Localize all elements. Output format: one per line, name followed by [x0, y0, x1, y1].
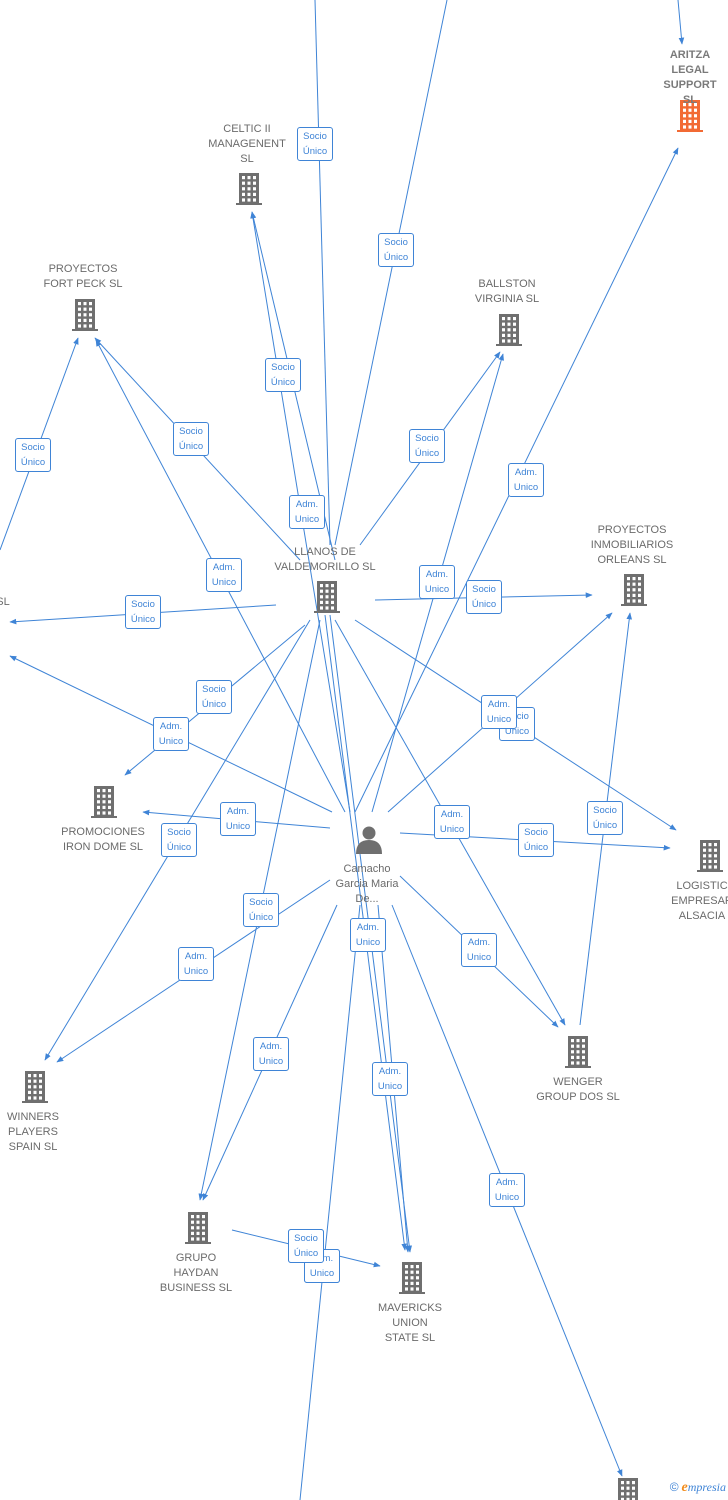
edge-label[interactable]: Adm. Unico: [289, 495, 325, 529]
edge-label[interactable]: Adm. Unico: [508, 463, 544, 497]
edge-label[interactable]: Socio Único: [587, 801, 623, 835]
brand-initial: e: [681, 1480, 688, 1495]
edge-label[interactable]: Socio Único: [125, 595, 161, 629]
edge-label[interactable]: Adm. Unico: [419, 565, 455, 599]
building-icon: [399, 1262, 425, 1294]
edge-label[interactable]: Adm. Unico: [489, 1173, 525, 1207]
edge-label[interactable]: Adm. Unico: [253, 1037, 289, 1071]
edge-label[interactable]: Socio Único: [161, 823, 197, 857]
edge-label[interactable]: Adm. Unico: [220, 802, 256, 836]
node-label-llanos[interactable]: LLANOS DE VALDEMORILLO SL: [274, 546, 376, 573]
edge-label[interactable]: Adm. Unico: [481, 695, 517, 729]
node-label-camacho[interactable]: Camacho Garcia Maria De...: [335, 863, 399, 905]
edge-label[interactable]: Socio Único: [518, 823, 554, 857]
building-icon: [314, 581, 340, 613]
building-icon: [618, 1478, 638, 1500]
node-label-orleans[interactable]: PROYECTOS INMOBILIARIOS ORLEANS SL: [590, 524, 674, 566]
edge-label[interactable]: Adm. Unico: [350, 918, 386, 952]
edge-label[interactable]: Socio Único: [466, 580, 502, 614]
node-label-aritza[interactable]: ARITZA LEGAL SUPPORT SL: [663, 49, 717, 106]
icons-layer: [22, 100, 723, 1500]
brand-footer: © empresia: [670, 1480, 726, 1496]
building-icon: [236, 173, 262, 205]
building-icon: [697, 840, 723, 872]
copyright-symbol: ©: [669, 1480, 679, 1494]
edge-label[interactable]: Adm. Unico: [372, 1062, 408, 1096]
building-icon: [72, 299, 98, 331]
edge-label[interactable]: Socio Único: [196, 680, 232, 714]
edge-label[interactable]: Socio Único: [378, 233, 414, 267]
building-icon: [91, 786, 117, 818]
edge-label[interactable]: Socio Único: [409, 429, 445, 463]
node-label-celtic[interactable]: CELTIC II MANAGENENT SL: [208, 123, 286, 165]
edge-line: [299, 904, 361, 1500]
edge-label[interactable]: Adm. Unico: [178, 947, 214, 981]
node-label-irondome[interactable]: PROMOCIONES IRON DOME SL: [61, 826, 145, 853]
building-icon: [496, 314, 522, 346]
edge-label[interactable]: Socio Único: [265, 358, 301, 392]
building-icon: [621, 574, 647, 606]
edge-label[interactable]: Adm. Unico: [206, 558, 242, 592]
node-label-logistica[interactable]: LOGISTIC EMPRESAR ALSACIA: [671, 880, 728, 922]
edge-label[interactable]: Adm. Unico: [434, 805, 470, 839]
node-label-fortpeck[interactable]: PROYECTOS FORT PECK SL: [43, 263, 123, 290]
edge-label[interactable]: Socio Único: [288, 1229, 324, 1263]
node-label-winners[interactable]: WINNERS PLAYERS SPAIN SL: [7, 1111, 59, 1153]
edge-label[interactable]: Adm. Unico: [153, 717, 189, 751]
edge-line: [314, 0, 331, 546]
edge-label[interactable]: Adm. Unico: [461, 933, 497, 967]
building-icon: [185, 1212, 211, 1244]
brand-name: mpresia: [687, 1480, 726, 1494]
node-label-wenger[interactable]: WENGER GROUP DOS SL: [536, 1076, 620, 1103]
edge-line: [677, 0, 685, 45]
node-label-haydan[interactable]: GRUPO HAYDAN BUSINESS SL: [159, 1252, 233, 1294]
node-label-ballston[interactable]: BALLSTON VIRGINIA SL: [474, 278, 540, 305]
building-icon: [22, 1071, 48, 1103]
building-icon: [677, 100, 703, 132]
edge-label[interactable]: Socio Único: [15, 438, 51, 472]
edges-layer: [0, 0, 685, 1500]
edge-label[interactable]: Socio Único: [173, 422, 209, 456]
node-label-leftsl[interactable]: SL: [0, 596, 10, 608]
edge-label[interactable]: Socio Único: [297, 127, 333, 161]
node-label-mavericks[interactable]: MAVERICKS UNION STATE SL: [378, 1302, 442, 1344]
person-icon: [356, 826, 382, 854]
building-icon: [565, 1036, 591, 1068]
edge-label[interactable]: Socio Único: [243, 893, 279, 927]
edge-line: [334, 0, 448, 546]
